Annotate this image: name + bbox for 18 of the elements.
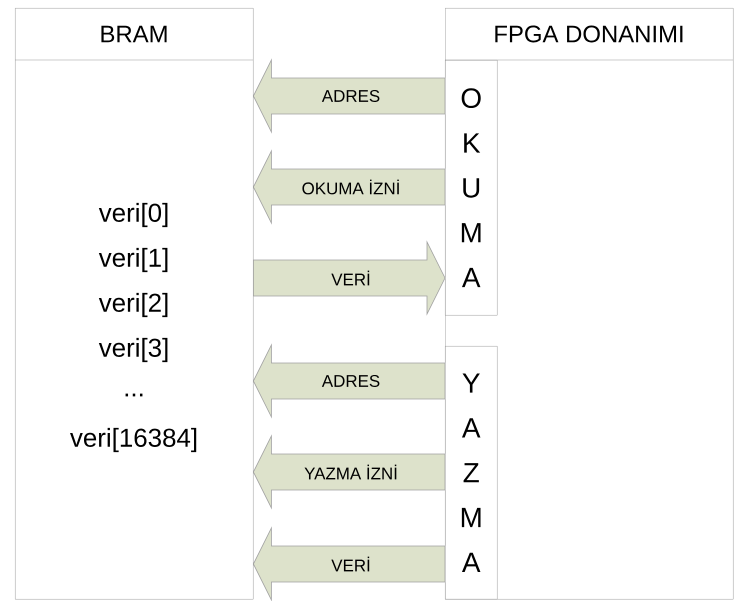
header-text: BRAM [101, 26, 167, 42]
memory-word: veri[0] [98, 202, 168, 228]
memory-word: ... [126, 394, 142, 396]
edge-label: YAZMA İZNİ [304, 464, 396, 480]
memory-word: veri[2] [98, 292, 168, 318]
block-arrow [253, 240, 446, 316]
edge-label: VERİ [331, 556, 370, 572]
memory-word: veri[16384] [70, 428, 196, 452]
edge-label: ADRES [322, 375, 380, 387]
memory-word: veri[3] [98, 338, 168, 362]
memory-block [14, 8, 254, 600]
hardware-block [444, 8, 734, 600]
edge-label: VERİ [331, 270, 370, 286]
edge-label: OKUMA İZNİ [302, 180, 399, 194]
edge-label: ADRES [322, 90, 380, 102]
header-text: FPGA DONANIMI [495, 26, 682, 42]
memory-word: veri[1] [98, 248, 168, 272]
port-box: OKUMA [445, 60, 498, 316]
